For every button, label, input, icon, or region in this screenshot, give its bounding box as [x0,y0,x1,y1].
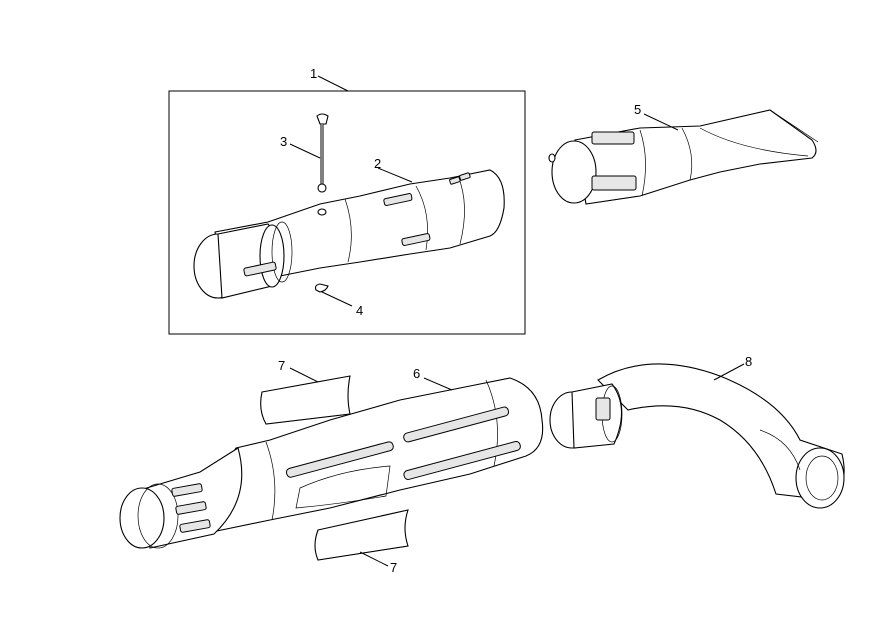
callout-8: 8 [745,354,752,369]
callout-2: 2 [374,156,381,171]
callout-4: 4 [356,303,363,318]
flat-nozzle-part-5 [548,109,819,205]
sticker-part-7-top [260,375,351,425]
tube-assembly-part-2 [193,169,505,299]
sticker-part-7-bottom [314,509,409,561]
callout-6: 6 [413,366,420,381]
clip-part-4 [314,283,329,293]
leader-lines [289,75,745,567]
callout-7-top: 7 [278,358,285,373]
callout-1: 1 [310,66,317,81]
curved-elbow-part-8 [549,363,845,509]
callout-7-bottom: 7 [390,560,397,575]
callout-3: 3 [280,134,287,149]
round-tube-part-6 [119,377,544,549]
rod-part-3 [316,113,329,193]
callout-5: 5 [634,102,641,117]
